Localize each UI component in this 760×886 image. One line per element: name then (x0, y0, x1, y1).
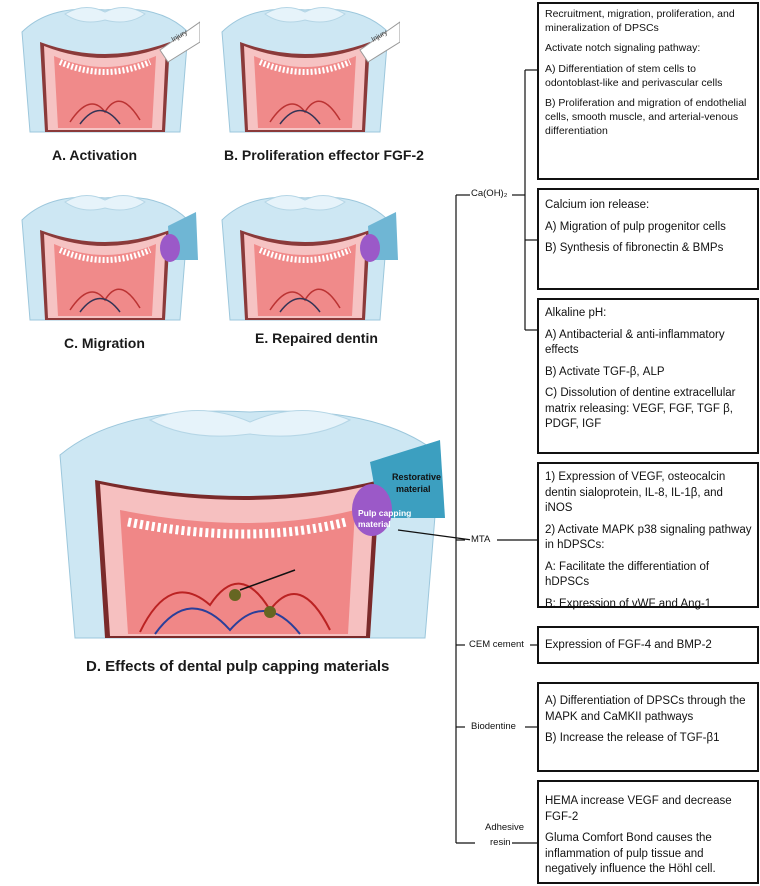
box-mta-line-4: B: Expression of vWF and Ang-1 (545, 597, 753, 613)
box-adhesive: HEMA increase VEGF and decrease FGF-2 Gl… (537, 780, 759, 884)
box-biodentine-line-2: B) Increase the release of TGF-β1 (545, 731, 753, 747)
box-adhesive-line-1: HEMA increase VEGF and decrease FGF-2 (545, 794, 753, 825)
box-mta: 1) Expression of VEGF, osteocalcin denti… (537, 462, 759, 608)
box-mta-line-2: 2) Activate MAPK p38 signaling pathway i… (545, 523, 753, 554)
label-mta: MTA (470, 535, 491, 545)
box-dpsc: Recruitment, migration, proliferation, a… (537, 2, 759, 180)
box-mta-line-3: A: Facilitate the differentiation of hDP… (545, 560, 753, 591)
box-mta-line-1: 1) Expression of VEGF, osteocalcin denti… (545, 470, 753, 517)
box-alkaline-line-1: Alkaline pH: (545, 306, 753, 322)
box-dpsc-line-4: B) Proliferation and migration of endoth… (545, 96, 753, 139)
box-alkaline-line-4: C) Dissolution of dentine extracellular … (545, 386, 753, 433)
box-dpsc-line-1: Recruitment, migration, proliferation, a… (545, 7, 753, 35)
box-calcium-line-2: A) Migration of pulp progenitor cells (545, 220, 753, 236)
box-calcium: Calcium ion release: A) Migration of pul… (537, 188, 759, 290)
box-cem-line-1: Expression of FGF-4 and BMP-2 (545, 638, 753, 654)
box-alkaline: Alkaline pH: A) Antibacterial & anti-inf… (537, 298, 759, 454)
label-adhesive-2: resin (489, 838, 512, 848)
label-caoh2: Ca(OH)₂ (470, 189, 508, 199)
box-biodentine-line-1: A) Differentiation of DPSCs through the … (545, 694, 753, 725)
box-alkaline-line-3: B) Activate TGF-β, ALP (545, 365, 753, 381)
box-alkaline-line-2: A) Antibacterial & anti-inflammatory eff… (545, 328, 753, 359)
label-biodentine: Biodentine (470, 722, 517, 732)
box-biodentine: A) Differentiation of DPSCs through the … (537, 682, 759, 772)
box-dpsc-line-3: A) Differentiation of stem cells to odon… (545, 62, 753, 90)
box-adhesive-line-2: Gluma Comfort Bond causes the inflammati… (545, 831, 753, 878)
box-cem: Expression of FGF-4 and BMP-2 (537, 626, 759, 664)
box-dpsc-line-2: Activate notch signaling pathway: (545, 41, 753, 55)
box-calcium-line-3: B) Synthesis of fibronectin & BMPs (545, 241, 753, 257)
box-calcium-line-1: Calcium ion release: (545, 198, 753, 214)
label-adhesive-1: Adhesive (484, 823, 525, 833)
label-cem: CEM cement (468, 640, 525, 650)
